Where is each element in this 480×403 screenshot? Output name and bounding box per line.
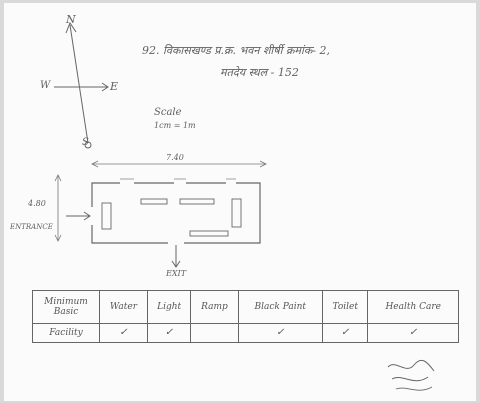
compass-west-label: W — [40, 80, 51, 91]
plan-width-label: 7.40 — [166, 153, 184, 162]
column-header-ramp: Ramp — [190, 290, 239, 324]
compass-south-label: S — [82, 137, 89, 148]
document-page: 92. विकासखण्ड प्र.क्र. भवन शीर्षी क्रमां… — [4, 3, 476, 401]
table-row-facility: Facility ✓ ✓ ✓ ✓ ✓ — [32, 323, 459, 343]
scale-title: Scale — [154, 107, 182, 118]
check-mark-icon: ✓ — [341, 327, 350, 338]
black-paint-availability-cell: ✓ — [237, 323, 324, 343]
check-mark-icon: ✓ — [409, 327, 418, 338]
column-header-light: Light — [146, 290, 192, 324]
row-header-cell: Minimum Basic — [32, 290, 100, 324]
column-header-health-care: Health Care — [367, 290, 459, 324]
table-header-row: Minimum Basic Water Light Ramp Black Pai… — [32, 290, 459, 324]
check-mark-icon: ✓ — [164, 327, 174, 338]
compass-north-label: N — [66, 13, 76, 26]
water-availability-cell: ✓ — [99, 323, 148, 343]
entrance-label: ENTRANCE — [10, 223, 53, 231]
ramp-availability-cell — [190, 323, 239, 343]
scale-value: 1cm = 1m — [154, 121, 196, 130]
site-plan-drawing — [54, 21, 435, 391]
exit-label: EXIT — [166, 269, 187, 278]
column-header-toilet: Toilet — [322, 290, 369, 324]
header-line-2: मतदेय स्थल - 152 — [220, 66, 299, 79]
toilet-availability-cell: ✓ — [322, 323, 369, 343]
column-header-black-paint: Black Paint — [237, 290, 324, 324]
facility-table: Minimum Basic Water Light Ramp Black Pai… — [32, 290, 459, 343]
compass-east-label: E — [110, 80, 119, 93]
check-mark-icon: ✓ — [119, 327, 128, 338]
plan-height-label: 4.80 — [28, 199, 46, 208]
check-mark-icon: ✓ — [276, 327, 285, 338]
light-availability-cell: ✓ — [146, 323, 192, 343]
row-label-facility: Facility — [32, 323, 100, 343]
health-care-availability-cell: ✓ — [367, 323, 459, 343]
header-line-1: 92. विकासखण्ड प्र.क्र. भवन शीर्षी क्रमां… — [142, 44, 331, 57]
column-header-water: Water — [99, 290, 148, 324]
officer-signature-stamp — [384, 359, 430, 393]
